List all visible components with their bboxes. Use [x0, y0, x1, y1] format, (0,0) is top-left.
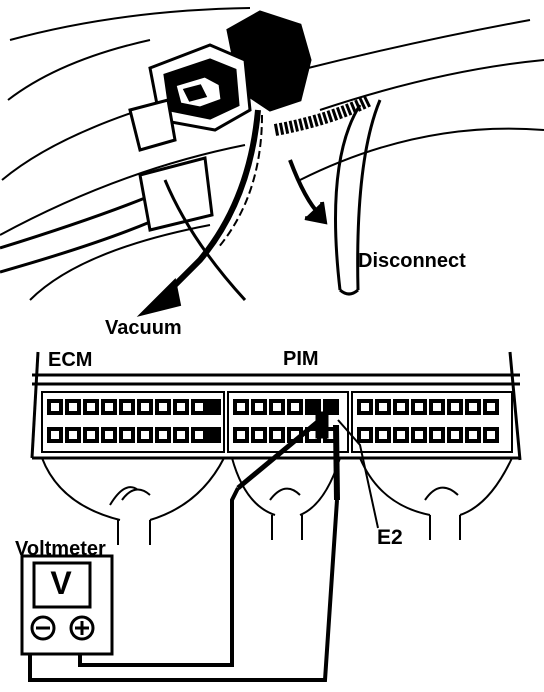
vacuum-hose — [0, 156, 247, 302]
voltmeter-display-symbol: V — [50, 565, 72, 601]
e2-probe — [333, 419, 379, 529]
pim-probe — [236, 411, 329, 490]
ecm-connector-right — [351, 391, 513, 453]
e2-terminal-label: E2 — [377, 526, 403, 549]
disconnect-arrow — [288, 159, 328, 225]
wire-harness-middle — [231, 457, 341, 540]
engine-bay-background — [0, 7, 544, 301]
disconnected-hose — [273, 94, 382, 296]
voltmeter-device — [20, 554, 114, 656]
vacuum-arrow — [136, 109, 263, 317]
disconnect-label: Disconnect — [358, 250, 466, 272]
pim-terminal-label: PIM — [283, 348, 319, 370]
ecm-housing — [30, 351, 522, 461]
ecm-connector-middle — [227, 391, 349, 453]
ecm-connector-left — [41, 391, 225, 453]
vacuum-label: Vacuum — [105, 317, 182, 339]
vacuum-sensor — [128, 10, 312, 152]
test-leads — [28, 487, 339, 682]
voltmeter-label: Voltmeter — [15, 538, 106, 560]
wire-harness-left — [41, 457, 225, 545]
ecm-label: ECM — [48, 349, 93, 371]
